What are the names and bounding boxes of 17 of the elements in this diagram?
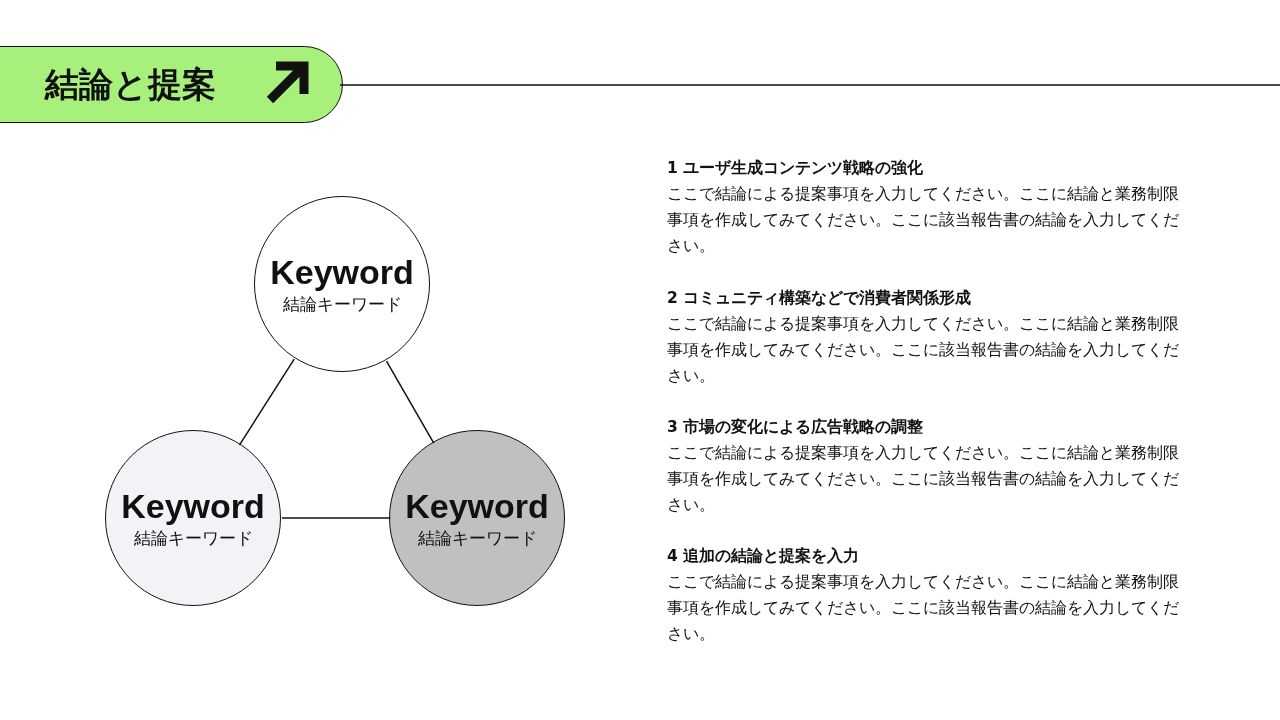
subtitle-text: 結論キーワード — [282, 293, 402, 316]
item-heading: 3 市場の変化による広告戦略の調整 — [667, 417, 925, 438]
subtitle-text: 結論キーワード — [133, 527, 253, 550]
keyword-text: Keyword — [405, 486, 549, 526]
keyword-text: Keyword — [270, 252, 414, 292]
title-text: 結論と提案 — [45, 63, 216, 106]
body-text: ここで結論による提案事項を入力してください。ここに結論と業務制限事項を作成してみてください。ここに該当報告書の結論を入力してください。 — [667, 314, 1180, 387]
body-text: ここで結論による提案事項を入力してください。ここに結論と業務制限事項を作成してみてください。ここに該当報告書の結論を入力してください。 — [667, 572, 1180, 645]
body-text: ここで結論による提案事項を入力してください。ここに結論と業務制限事項を作成してみてください。ここに該当報告書の結論を入力してください。 — [667, 443, 1180, 516]
subtitle-text: 結論キーワード — [417, 527, 537, 550]
body-text: ここで結論による提案事項を入力してください。ここに結論と業務制限事項を作成してみてください。ここに該当報告書の結論を入力してください。 — [667, 184, 1180, 257]
item-heading: 2 コミュニティ構築などで消費者関係形成 — [667, 288, 973, 309]
item-heading: 4 追加の結論と提案を入力 — [667, 546, 861, 567]
connector-line — [385, 360, 435, 444]
item-heading: 1 ユーザ生成コンテンツ戦略の強化 — [667, 158, 925, 179]
connector-line — [238, 358, 295, 446]
keyword-text: Keyword — [121, 486, 265, 526]
